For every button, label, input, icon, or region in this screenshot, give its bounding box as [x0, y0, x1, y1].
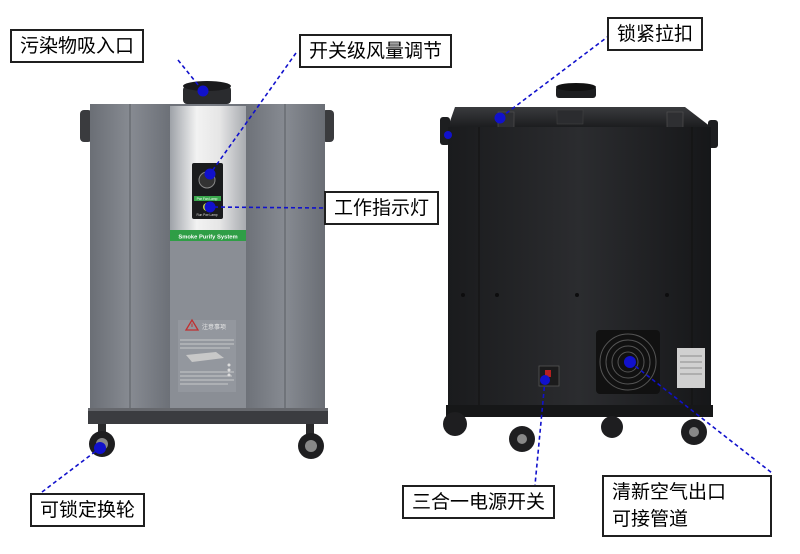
right-caster-back-right	[601, 416, 623, 438]
right-body	[448, 127, 711, 407]
inlet-pipe	[183, 86, 231, 104]
panel-brand-text: Smoke Purify System	[178, 235, 237, 241]
label-power: 三合一电源开关	[402, 485, 556, 519]
warning-title-text: 注意事项	[202, 323, 226, 331]
brand-strip	[170, 230, 246, 241]
right-caster-front-left	[509, 426, 535, 452]
right-caster-back-left	[443, 412, 467, 436]
status-strip-text: Pwr Fan Lamp	[197, 197, 218, 201]
label-inlet: 污染物吸入口	[10, 29, 145, 63]
side-handle-left	[80, 110, 92, 142]
left-caster-front-right	[298, 424, 324, 459]
callout-lines	[41, 34, 773, 493]
indicator-labels-text: Run Pwr Lamp	[196, 213, 217, 217]
left-unit	[80, 81, 334, 459]
right-unit	[440, 83, 718, 452]
blue-dot-icon	[94, 85, 636, 454]
warning-triangle-icon	[184, 318, 200, 331]
label-switch-speed: 开关级风量调节	[299, 34, 453, 68]
left-base	[88, 408, 328, 424]
label-wheel: 可锁定换轮	[30, 493, 146, 527]
label-indicator: 工作指示灯	[324, 191, 440, 225]
label-outlet-line2: 可接管道	[612, 508, 689, 530]
label-outlet-line1: 清新空气出口	[612, 481, 727, 503]
label-lock: 锁紧拉扣	[607, 17, 704, 51]
label-outlet: 清新空气出口 可接管道	[602, 475, 772, 537]
right-caster-front-right	[681, 419, 707, 445]
